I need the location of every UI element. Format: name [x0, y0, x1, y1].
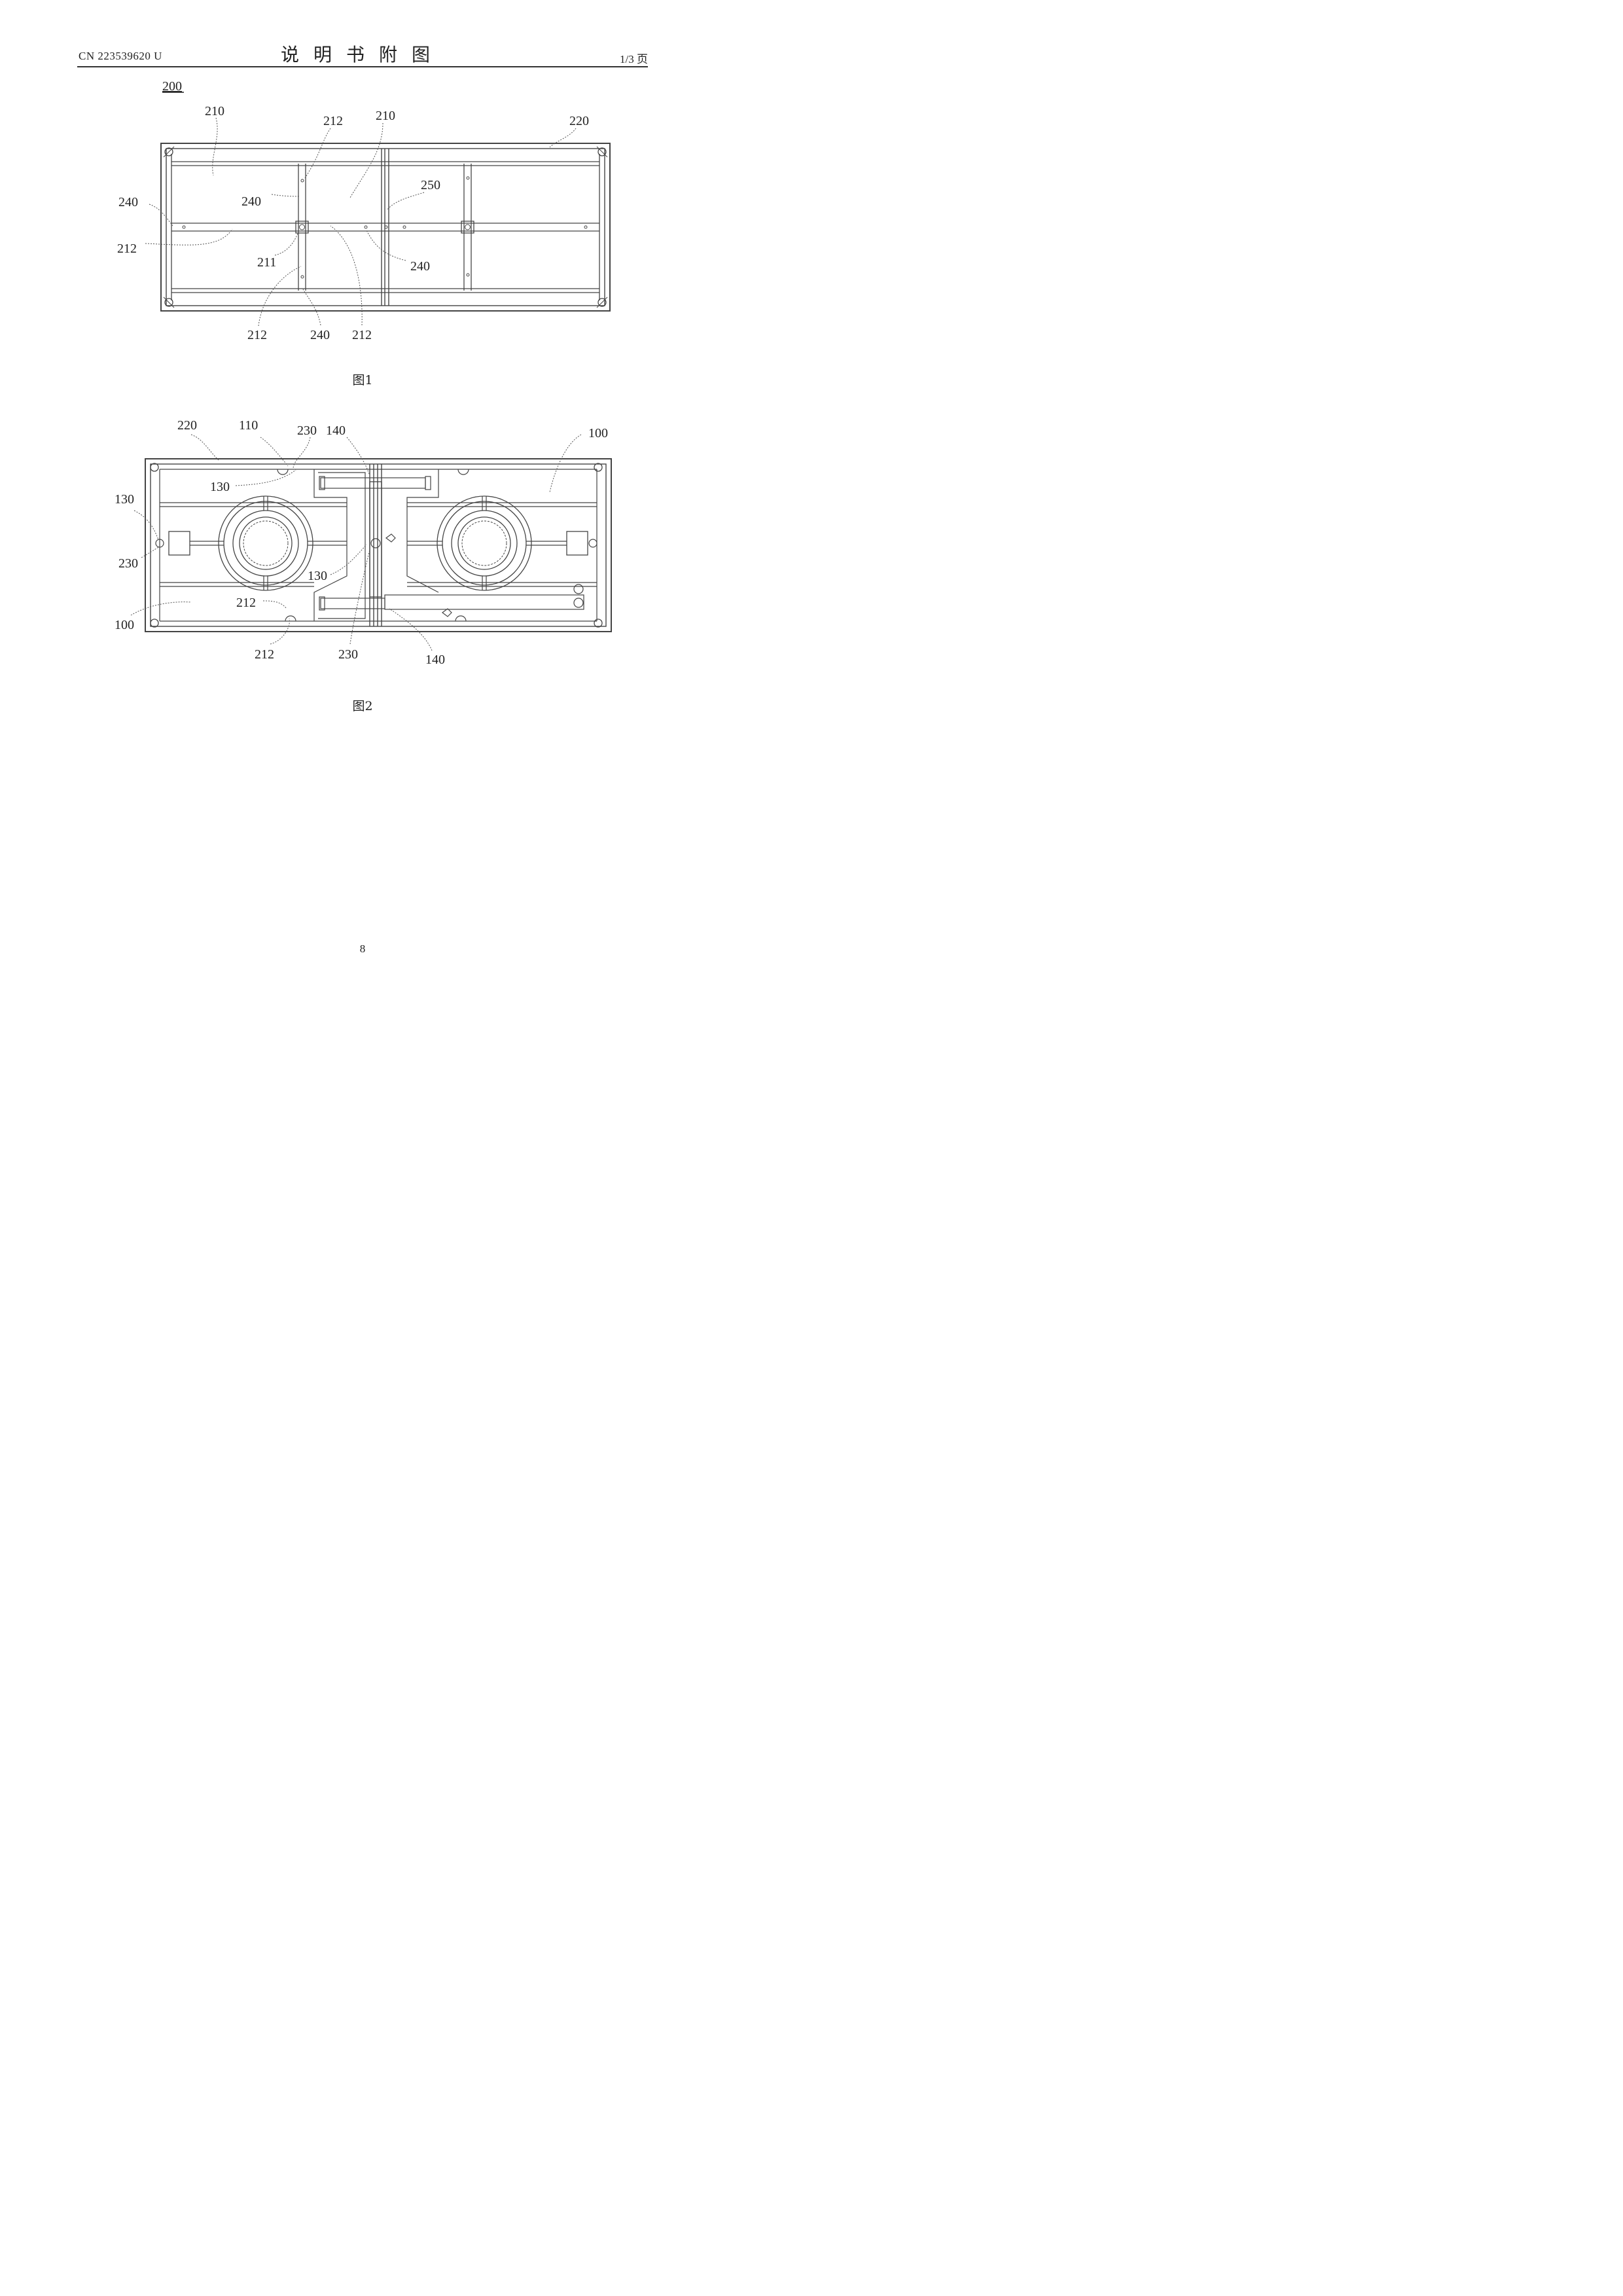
fig1-label-240: 240	[241, 194, 261, 209]
fig1-label-211: 211	[257, 255, 276, 270]
fig2-label-140: 140	[425, 653, 445, 667]
fig1-label-220: 220	[569, 114, 589, 128]
fig2-label-230: 230	[338, 647, 358, 662]
fig2-label-212: 212	[255, 647, 274, 662]
fig1-label-210: 210	[376, 109, 395, 123]
page-number: 8	[0, 942, 725, 956]
fig1-label-210: 210	[205, 104, 224, 118]
fig2-label-230: 230	[118, 556, 138, 571]
fig2-label-220: 220	[177, 418, 197, 433]
fig2-label-130: 130	[308, 569, 327, 583]
fig1-label-240: 240	[310, 328, 330, 342]
fig2-label-130: 130	[115, 492, 134, 507]
fig1-label-240: 240	[410, 259, 430, 274]
fig2-label-100: 100	[115, 618, 134, 632]
fig2-label-130: 130	[210, 480, 230, 494]
fig1-ref-200: 200	[162, 79, 182, 94]
patent-drawings: 200	[0, 0, 725, 1026]
figure-2: 220 110 230 140 100 130 130 230 130 212 …	[115, 418, 611, 667]
fig1-label-212: 212	[352, 328, 372, 342]
fig1-label-250: 250	[421, 178, 440, 192]
fig1-label-212: 212	[323, 114, 343, 128]
fig2-label-230: 230	[297, 423, 317, 438]
fig1-label-240: 240	[118, 195, 138, 209]
figure-1-caption: 图1	[0, 370, 725, 388]
fig2-label-110: 110	[239, 418, 258, 433]
figure-2-caption: 图2	[0, 696, 725, 714]
fig2-label-140: 140	[326, 423, 346, 438]
fig1-frame	[161, 143, 610, 311]
fig2-label-100: 100	[588, 426, 608, 440]
fig1-label-212: 212	[117, 242, 137, 256]
figure-1: 200	[117, 79, 610, 342]
fig1-label-212: 212	[247, 328, 267, 342]
fig2-label-212: 212	[236, 596, 256, 610]
